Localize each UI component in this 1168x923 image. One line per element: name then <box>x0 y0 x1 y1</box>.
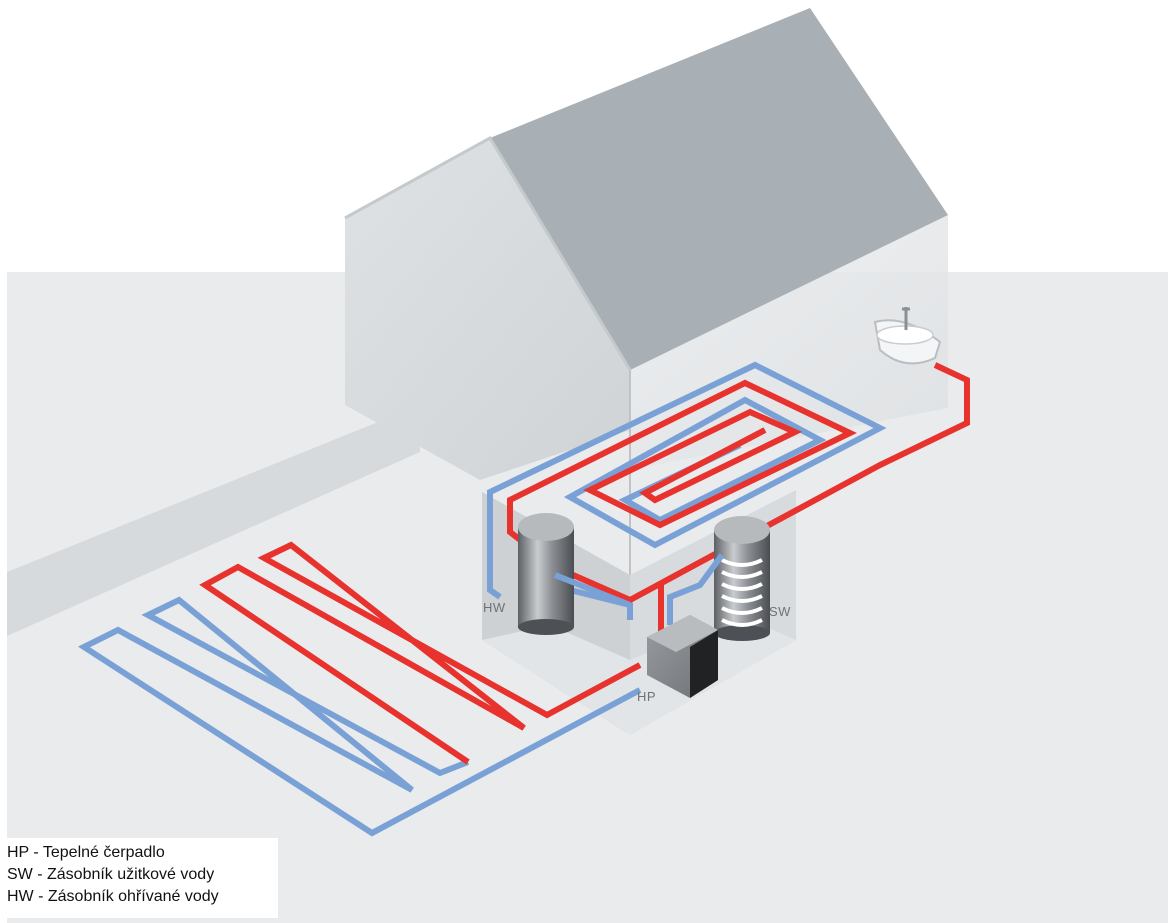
hot-water-tank: HW <box>483 513 632 635</box>
legend-item-sw: SW - Zásobník užitkové vody <box>7 866 215 883</box>
hw-label: HW <box>483 600 506 615</box>
tank-icon <box>518 513 574 635</box>
sink-icon <box>873 307 942 365</box>
legend-item-hw: HW - Zásobník ohřívané vody <box>7 888 219 905</box>
heat-pump-icon <box>647 615 718 698</box>
ground-loop-hot <box>199 541 642 765</box>
heat-pump-unit: HP <box>637 615 718 704</box>
ground-loop-cold <box>77 596 642 837</box>
hp-label: HP <box>637 689 656 704</box>
legend-item-hp: HP - Tepelné čerpadlo <box>7 844 165 861</box>
sw-label: SW <box>769 604 791 619</box>
legend: HP - Tepelné čerpadlo SW - Zásobník užit… <box>0 838 278 918</box>
coil-tank-icon <box>714 516 770 641</box>
storage-water-tank: SW <box>667 516 791 641</box>
